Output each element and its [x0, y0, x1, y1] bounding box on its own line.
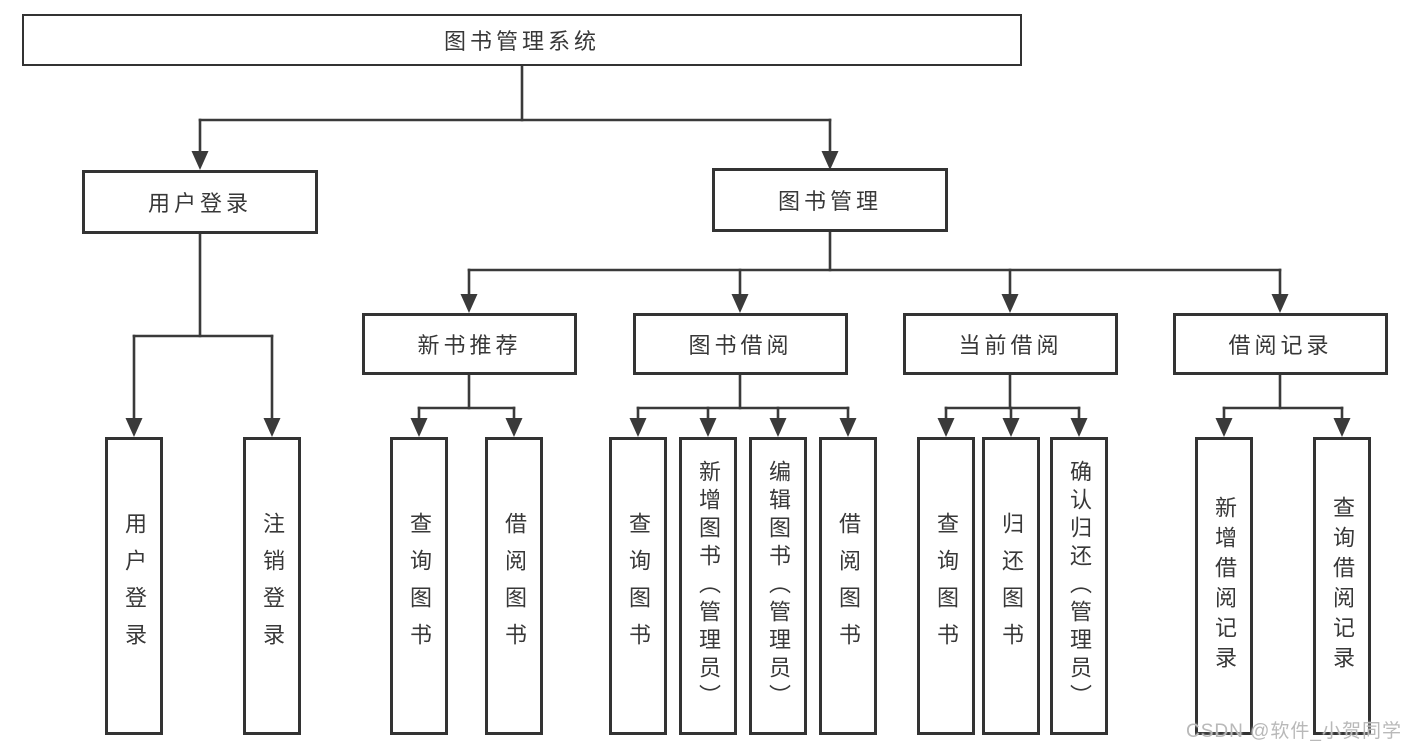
leaf-return-books: 归还图书 [982, 437, 1040, 735]
node-new-book-recommend: 新书推荐 [362, 313, 577, 375]
node-book-management: 图书管理 [712, 168, 948, 232]
leaf-edit-books-admin: 编辑图书（管理员） [749, 437, 807, 735]
leaf-query-books-recommend: 查询图书 [390, 437, 448, 735]
node-library-system: 图书管理系统 [22, 14, 1022, 66]
leaf-user-login: 用户登录 [105, 437, 163, 735]
node-user-login: 用户登录 [82, 170, 318, 234]
leaf-query-books-current: 查询图书 [917, 437, 975, 735]
node-current-borrowing: 当前借阅 [903, 313, 1118, 375]
leaf-add-books-admin: 新增图书（管理员） [679, 437, 737, 735]
node-borrowing-records: 借阅记录 [1173, 313, 1388, 375]
watermark: CSDN @软件_小贺同学 [1186, 721, 1402, 742]
leaf-query-borrow-record: 查询借阅记录 [1313, 437, 1371, 735]
leaf-confirm-return-admin: 确认归还（管理员） [1050, 437, 1108, 735]
leaf-add-borrow-record: 新增借阅记录 [1195, 437, 1253, 735]
leaf-query-books-borrowing: 查询图书 [609, 437, 667, 735]
leaf-borrow-books-recommend: 借阅图书 [485, 437, 543, 735]
node-book-borrowing: 图书借阅 [633, 313, 848, 375]
leaf-borrow-books-borrowing: 借阅图书 [819, 437, 877, 735]
arrowheads [125, 151, 1351, 437]
leaf-logout: 注销登录 [243, 437, 301, 735]
